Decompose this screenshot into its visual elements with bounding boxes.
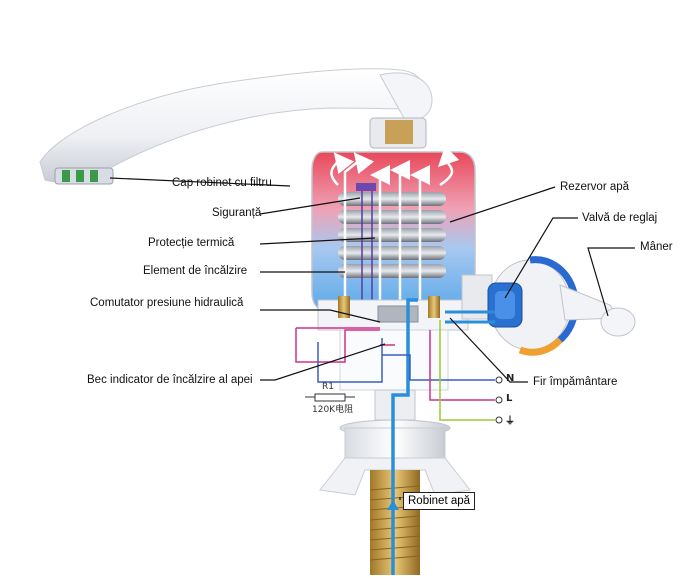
- adjust-valve: [461, 256, 579, 356]
- terminal-n: N: [506, 373, 515, 384]
- label-robinet: Robinet apă: [403, 492, 476, 510]
- resistor-r1: [314, 393, 346, 402]
- heating-coil: [338, 192, 446, 278]
- label-maner: Mâner: [640, 241, 673, 253]
- resistor-value: 120K电阻: [312, 405, 354, 415]
- label-comutator: Comutator presiune hidraulică: [90, 297, 244, 309]
- leader-lines: [109, 177, 635, 500]
- label-valva: Valvă de reglaj: [582, 212, 658, 224]
- label-rezervor: Rezervor apă: [560, 181, 630, 193]
- spout: [39, 68, 433, 185]
- handle: [559, 284, 636, 337]
- label-element: Element de încălzire: [143, 265, 248, 277]
- resistor-name: R1: [322, 382, 334, 392]
- terminal-ground: ⏚: [505, 416, 515, 427]
- label-bec: Bec indicator de încălzire al apei: [87, 374, 253, 386]
- terminal-l: L: [506, 393, 513, 404]
- label-fir: Fir împământare: [533, 376, 618, 388]
- label-protectie: Protecție termică: [148, 237, 235, 249]
- label-cap-robinet: Cap robinet cu filtru: [172, 177, 272, 189]
- flow-arrows: [330, 145, 460, 300]
- label-siguranta: Siguranță: [212, 207, 262, 219]
- base-fitting: [319, 389, 471, 575]
- wiring: [295, 320, 495, 421]
- cold-inlet-pipe: [391, 298, 418, 575]
